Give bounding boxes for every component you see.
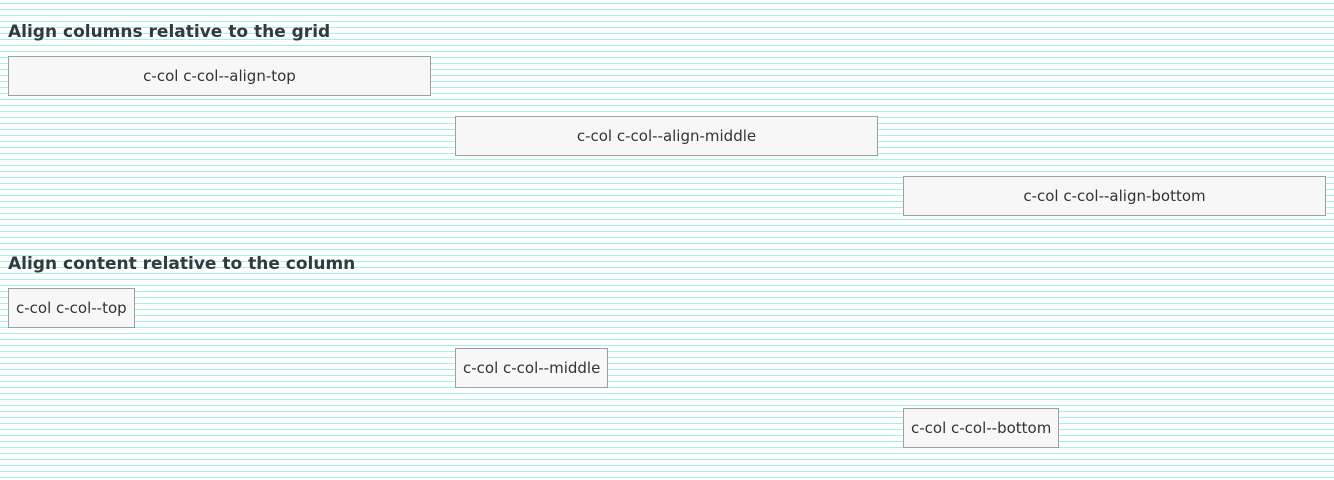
- col-content-top: c-col c-col--top: [8, 288, 135, 328]
- col-content-bottom: c-col c-col--bottom: [903, 408, 1060, 448]
- col-align-top: c-col c-col--align-top: [8, 56, 431, 96]
- col-align-middle: c-col c-col--align-middle: [455, 116, 878, 156]
- col-align-bottom: c-col c-col--align-bottom: [903, 176, 1326, 216]
- col-content-middle: c-col c-col--middle: [455, 348, 609, 388]
- section-heading-content-align: Align content relative to the column: [8, 254, 356, 274]
- section-heading-grid-align: Align columns relative to the grid: [8, 22, 331, 42]
